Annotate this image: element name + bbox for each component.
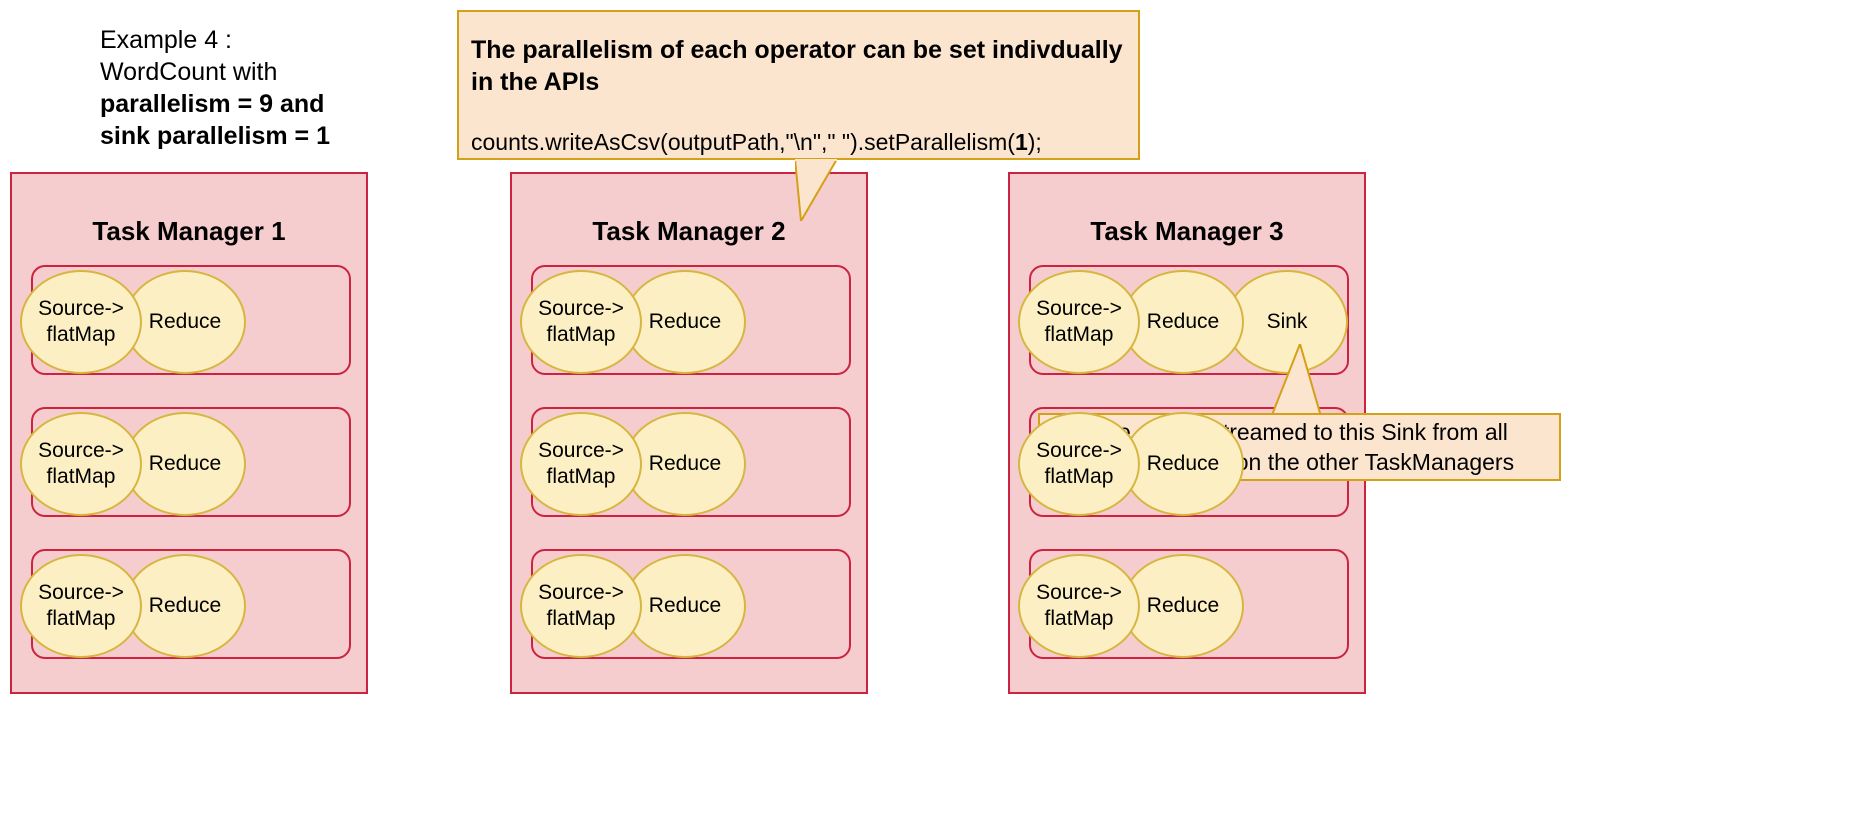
api-parallelism-callout: The parallelism of each operator can be … xyxy=(457,10,1140,160)
operator-node-reduce: Reduce xyxy=(624,554,746,658)
task-manager-2-title: Task Manager 2 xyxy=(592,216,786,246)
task-manager-3-title: Task Manager 3 xyxy=(1090,216,1284,246)
operator-node-source-flatmap: Source-> flatMap xyxy=(20,412,142,516)
task-slot: Source-> flatMap Reduce xyxy=(520,549,851,659)
task-manager-2: Task Manager 2 Source-> flatMap Reduce S… xyxy=(510,172,868,694)
code-suffix: ); xyxy=(1027,129,1042,155)
sink-callout-tail-icon xyxy=(1270,344,1322,420)
caption-line-4: sink parallelism = 1 xyxy=(100,122,330,150)
operator-node-reduce: Reduce xyxy=(624,270,746,374)
api-callout-code: counts.writeAsCsv(outputPath,"\n"," ").s… xyxy=(471,128,1128,156)
operator-node-reduce: Reduce xyxy=(1122,270,1244,374)
task-manager-1: Task Manager 1 Source-> flatMap Reduce S… xyxy=(10,172,368,694)
operator-node-source-flatmap: Source-> flatMap xyxy=(1018,412,1140,516)
api-callout-headline: The parallelism of each operator can be … xyxy=(471,36,1123,96)
operator-node-source-flatmap: Source-> flatMap xyxy=(1018,554,1140,658)
task-slot: Source-> flatMap Reduce xyxy=(520,265,851,375)
operator-node-reduce: Reduce xyxy=(1122,554,1244,658)
operator-node-source-flatmap: Source-> flatMap xyxy=(520,554,642,658)
operator-node-reduce: Reduce xyxy=(624,412,746,516)
task-slot: Source-> flatMap Reduce xyxy=(20,549,351,659)
operator-node-source-flatmap: Source-> flatMap xyxy=(520,270,642,374)
task-slot: Source-> flatMap Reduce xyxy=(20,407,351,517)
operator-node-source-flatmap: Source-> flatMap xyxy=(20,270,142,374)
operator-node-reduce: Reduce xyxy=(1122,412,1244,516)
example-caption: Example 4 : WordCount with parallelism =… xyxy=(100,24,430,152)
task-slot: Source-> flatMap Reduce xyxy=(1018,549,1349,659)
task-slot: Source-> flatMap Reduce xyxy=(520,407,851,517)
caption-line-1: Example 4 : xyxy=(100,26,233,54)
operator-node-source-flatmap: Source-> flatMap xyxy=(1018,270,1140,374)
caption-line-3: parallelism = 9 and xyxy=(100,90,325,118)
operator-node-reduce: Reduce xyxy=(124,412,246,516)
task-manager-1-title: Task Manager 1 xyxy=(92,216,286,246)
code-argument: 1 xyxy=(1014,129,1028,155)
code-prefix: counts.writeAsCsv(outputPath,"\n"," ").s… xyxy=(471,129,1015,155)
operator-node-source-flatmap: Source-> flatMap xyxy=(520,412,642,516)
operator-node-source-flatmap: Source-> flatMap xyxy=(20,554,142,658)
task-slot: Source-> flatMap Reduce Sink xyxy=(1018,265,1349,375)
task-slot: Source-> flatMap Reduce xyxy=(20,265,351,375)
caption-line-2: WordCount with xyxy=(100,58,278,86)
api-callout-tail-icon xyxy=(795,159,837,221)
operator-node-reduce: Reduce xyxy=(124,270,246,374)
operator-node-sink: Sink xyxy=(1226,270,1348,374)
operator-node-reduce: Reduce xyxy=(124,554,246,658)
task-slot: Source-> flatMap Reduce xyxy=(1018,407,1349,517)
